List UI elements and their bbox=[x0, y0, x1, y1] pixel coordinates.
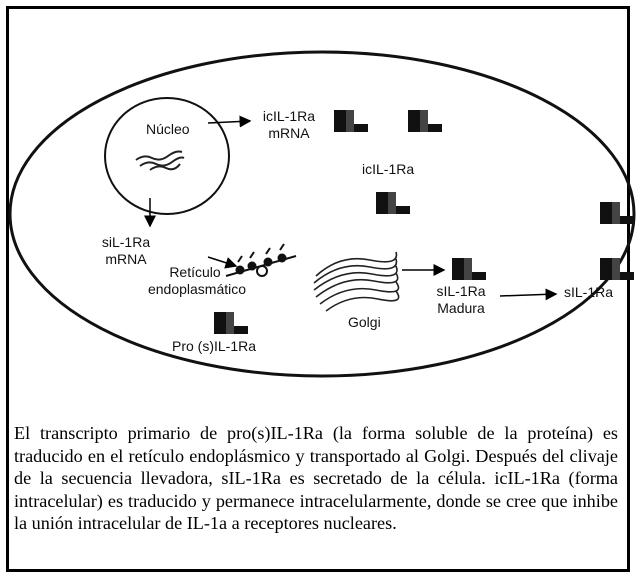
ic-protein-label: icIL-1Ra bbox=[362, 161, 415, 177]
mrna-strand-icon bbox=[135, 150, 185, 171]
arrow-icon bbox=[499, 288, 558, 301]
er-label-line2: endoplasmático bbox=[147, 281, 247, 297]
mature-label-line1: sIL-1Ra bbox=[436, 283, 486, 299]
arrow-icon bbox=[207, 256, 238, 269]
ribosome-icon bbox=[225, 243, 297, 277]
protein-block-icon bbox=[600, 202, 634, 224]
protein-block-icon bbox=[376, 192, 410, 214]
cell-membrane bbox=[8, 50, 636, 378]
pro-label: Pro (s)IL-1Ra bbox=[172, 338, 257, 354]
ic-mrna-label-line1: icIL-1Ra bbox=[262, 108, 316, 124]
protein-block-icon bbox=[214, 312, 248, 334]
si-mrna-label-line2: mRNA bbox=[105, 251, 147, 267]
cell-diagram bbox=[8, 50, 636, 378]
nucleus-label: Núcleo bbox=[146, 121, 190, 137]
mature-label-line2: Madura bbox=[437, 300, 485, 316]
secreted-label: sIL-1Ra bbox=[564, 284, 614, 300]
ic-mrna-label-line2: mRNA bbox=[268, 125, 310, 141]
nucleus-membrane bbox=[104, 97, 230, 215]
protein-block-icon bbox=[408, 110, 442, 132]
protein-block-icon bbox=[334, 110, 368, 132]
golgi-label: Golgi bbox=[348, 314, 381, 330]
golgi-stack-icon bbox=[313, 251, 400, 312]
protein-block-icon bbox=[452, 258, 486, 280]
arrow-icon bbox=[207, 115, 252, 128]
protein-block-icon bbox=[600, 258, 634, 280]
er-label-line1: Retículo bbox=[169, 264, 221, 280]
figure-caption: El transcripto primario de pro(s)IL-1Ra … bbox=[14, 423, 618, 534]
si-mrna-label-line1: siL-1Ra bbox=[101, 234, 151, 250]
figure-frame bbox=[6, 6, 630, 572]
